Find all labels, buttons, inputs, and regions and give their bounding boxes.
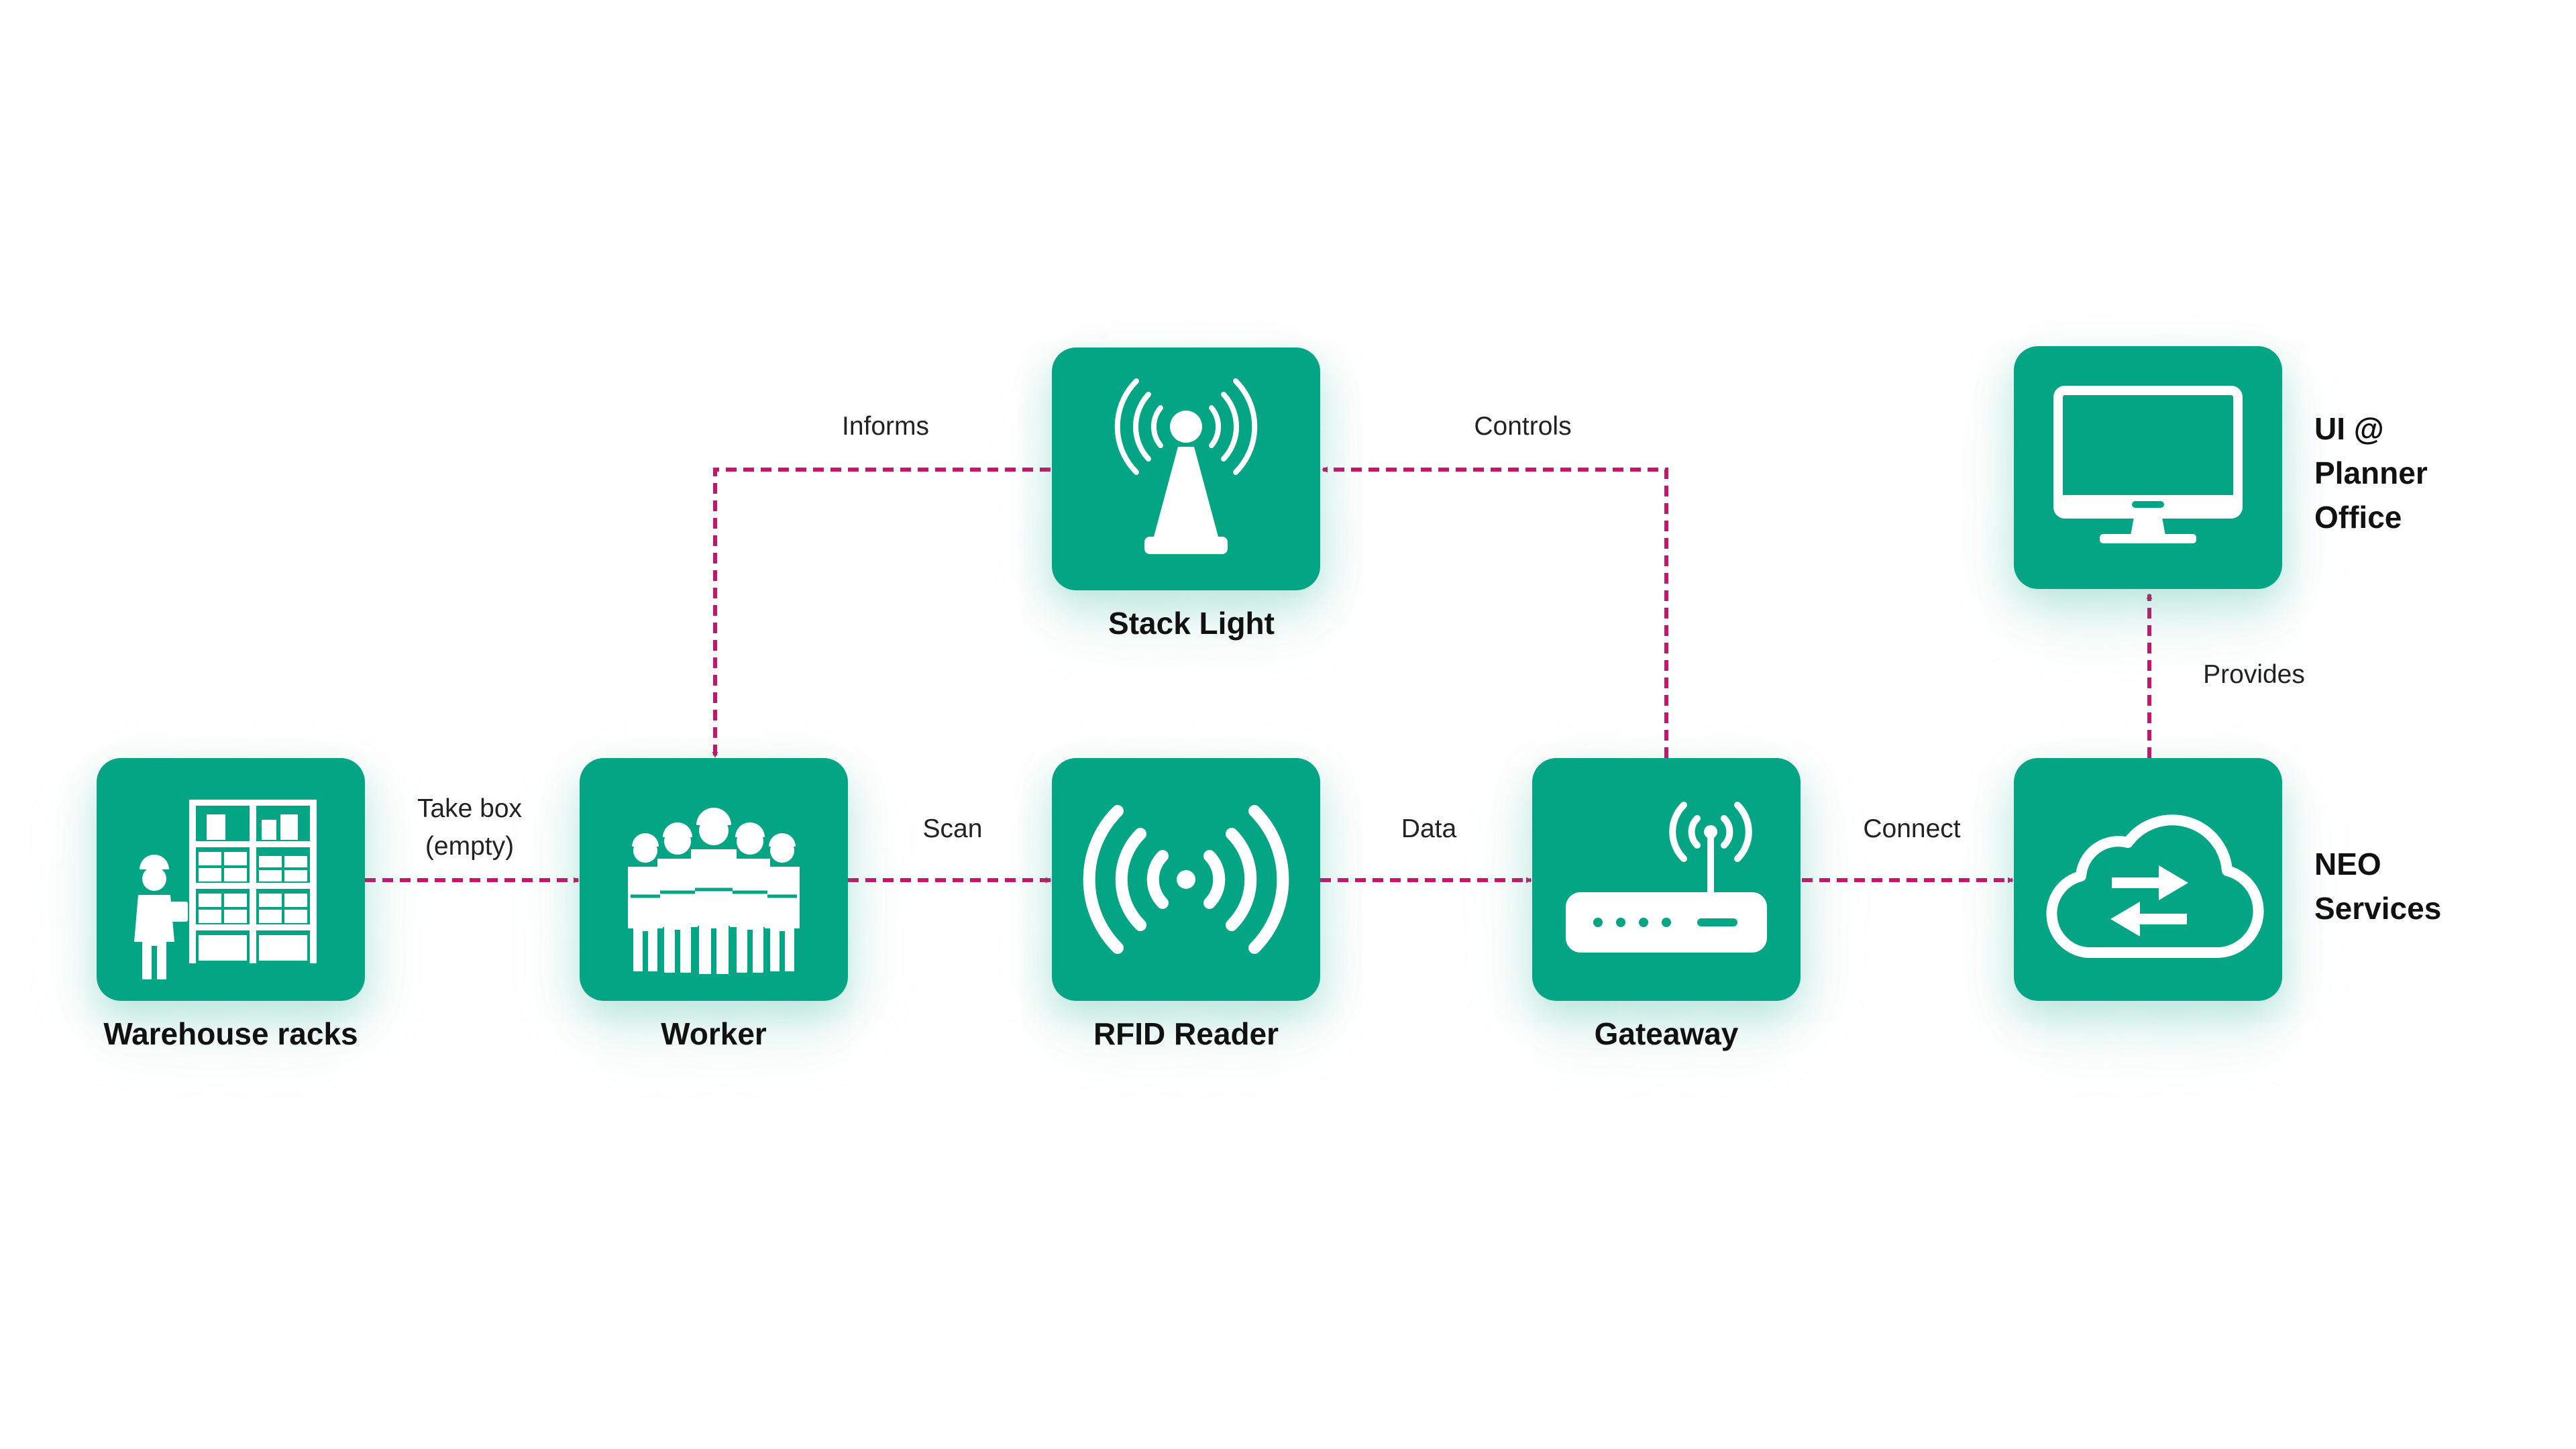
node-label-warehouse-racks: Warehouse racks bbox=[103, 1016, 358, 1051]
monitor-icon bbox=[2053, 386, 2243, 543]
workers-group-icon bbox=[628, 808, 800, 974]
edge-label-take-box-line1: Take box bbox=[417, 794, 523, 823]
neo-label-line1: NEO bbox=[2314, 847, 2381, 881]
ui-label-line3: Office bbox=[2314, 500, 2402, 535]
cloud-sync-icon bbox=[2046, 814, 2264, 959]
neo-label-line2: Services bbox=[2314, 891, 2442, 926]
node-label-gateway: Gateaway bbox=[1594, 1016, 1739, 1051]
router-icon bbox=[1566, 802, 1767, 953]
ui-label-line1: UI @ bbox=[2314, 411, 2384, 446]
node-stack-light bbox=[1052, 347, 1320, 590]
node-label-neo-services: NEO Services bbox=[2314, 842, 2441, 930]
node-rfid-reader bbox=[1052, 758, 1320, 1001]
edge-label-take-box: Take box (empty) bbox=[376, 790, 564, 865]
node-label-worker: Worker bbox=[661, 1016, 767, 1051]
edge-label-provides: Provides bbox=[2203, 660, 2305, 689]
edge-label-scan: Scan bbox=[922, 814, 983, 843]
node-label-rfid-reader: RFID Reader bbox=[1093, 1016, 1279, 1051]
node-label-ui-planner-office: UI @ Planner Office bbox=[2314, 407, 2428, 539]
edge-label-data: Data bbox=[1401, 814, 1457, 843]
node-worker bbox=[580, 758, 848, 1001]
node-neo-services bbox=[2014, 758, 2282, 1001]
rfid-signal-icon bbox=[1083, 805, 1289, 954]
edge-label-controls: Controls bbox=[1474, 412, 1572, 441]
edge-label-take-box-line2: (empty) bbox=[425, 832, 515, 861]
edge-label-connect: Connect bbox=[1863, 814, 1961, 843]
node-warehouse-racks bbox=[97, 758, 365, 1001]
warehouse-worker-icon bbox=[134, 800, 317, 979]
signal-tower-icon bbox=[1114, 378, 1258, 554]
node-label-stack-light: Stack Light bbox=[1108, 606, 1275, 641]
node-gateway bbox=[1532, 758, 1801, 1001]
ui-label-line2: Planner bbox=[2314, 455, 2428, 490]
edge-label-informs: Informs bbox=[841, 412, 930, 441]
node-ui-planner-office bbox=[2014, 346, 2282, 589]
